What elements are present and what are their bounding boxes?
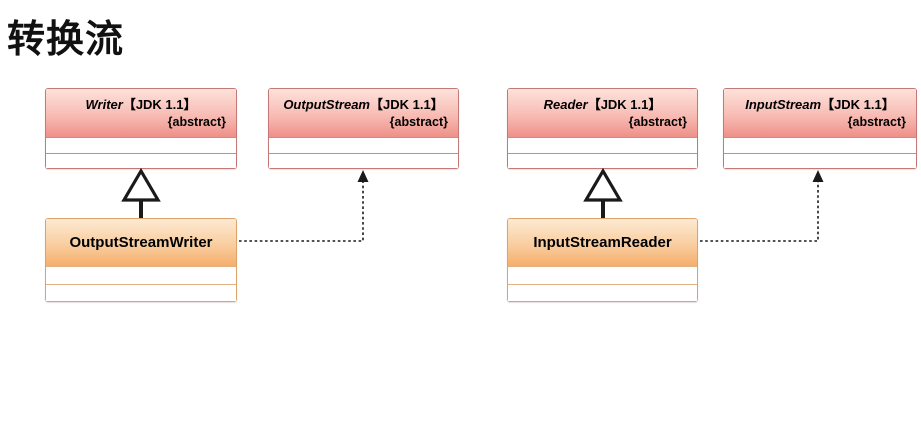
fields-compartment [46, 137, 236, 153]
class-title: Writer【JDK 1.1】 [54, 95, 228, 114]
class-stereotype: {abstract} [167, 114, 226, 129]
class-header: Reader【JDK 1.1】 {abstract} [508, 89, 697, 137]
methods-compartment [269, 152, 458, 168]
class-header: Writer【JDK 1.1】 {abstract} [46, 89, 236, 137]
fields-compartment [508, 137, 697, 153]
class-name: Writer [85, 96, 123, 112]
class-title: InputStream【JDK 1.1】 [732, 95, 908, 114]
class-name: OutputStreamWriter [69, 234, 213, 251]
generalization-arrow-outputstreamwriter-writer [121, 167, 161, 218]
dependency-arrow-outputstreamwriter-outputstream [239, 170, 369, 242]
class-jdk-tag: 【JDK 1.1】 [587, 96, 662, 112]
methods-compartment [46, 152, 236, 168]
dependency-arrow-inputstreamreader-inputstream [700, 170, 824, 242]
generalization-arrow-inputstreamreader-reader [583, 167, 623, 218]
class-stereotype: {abstract} [628, 114, 687, 129]
class-name: InputStreamReader [533, 234, 672, 251]
class-title: Reader【JDK 1.1】 [516, 95, 689, 114]
class-header: OutputStreamWriter [46, 219, 236, 266]
class-name: OutputStream [283, 96, 370, 112]
methods-compartment [724, 152, 916, 168]
class-box-outputstream: OutputStream【JDK 1.1】 {abstract} [268, 88, 459, 169]
class-title: OutputStream【JDK 1.1】 [277, 95, 450, 114]
class-jdk-tag: 【JDK 1.1】 [821, 96, 895, 112]
fields-compartment [724, 137, 916, 153]
methods-compartment [508, 283, 697, 301]
fields-compartment [508, 266, 697, 284]
methods-compartment [46, 283, 236, 301]
fields-compartment [46, 266, 236, 284]
methods-compartment [508, 152, 697, 168]
class-stereotype: {abstract} [847, 114, 906, 129]
class-header: InputStreamReader [508, 219, 697, 266]
class-name: Reader [543, 96, 588, 112]
class-box-writer: Writer【JDK 1.1】 {abstract} [45, 88, 237, 169]
class-jdk-tag: 【JDK 1.1】 [369, 96, 444, 112]
class-box-inputstreamreader: InputStreamReader [507, 218, 698, 302]
fields-compartment [269, 137, 458, 153]
class-header: InputStream【JDK 1.1】 {abstract} [724, 89, 916, 137]
class-box-outputstreamwriter: OutputStreamWriter [45, 218, 237, 302]
class-stereotype: {abstract} [389, 114, 448, 129]
class-header: OutputStream【JDK 1.1】 {abstract} [269, 89, 458, 137]
class-name: InputStream [745, 96, 822, 112]
class-box-inputstream: InputStream【JDK 1.1】 {abstract} [723, 88, 917, 169]
diagram-title: 转换流 [7, 19, 125, 61]
class-jdk-tag: 【JDK 1.1】 [122, 96, 197, 112]
class-box-reader: Reader【JDK 1.1】 {abstract} [507, 88, 698, 169]
